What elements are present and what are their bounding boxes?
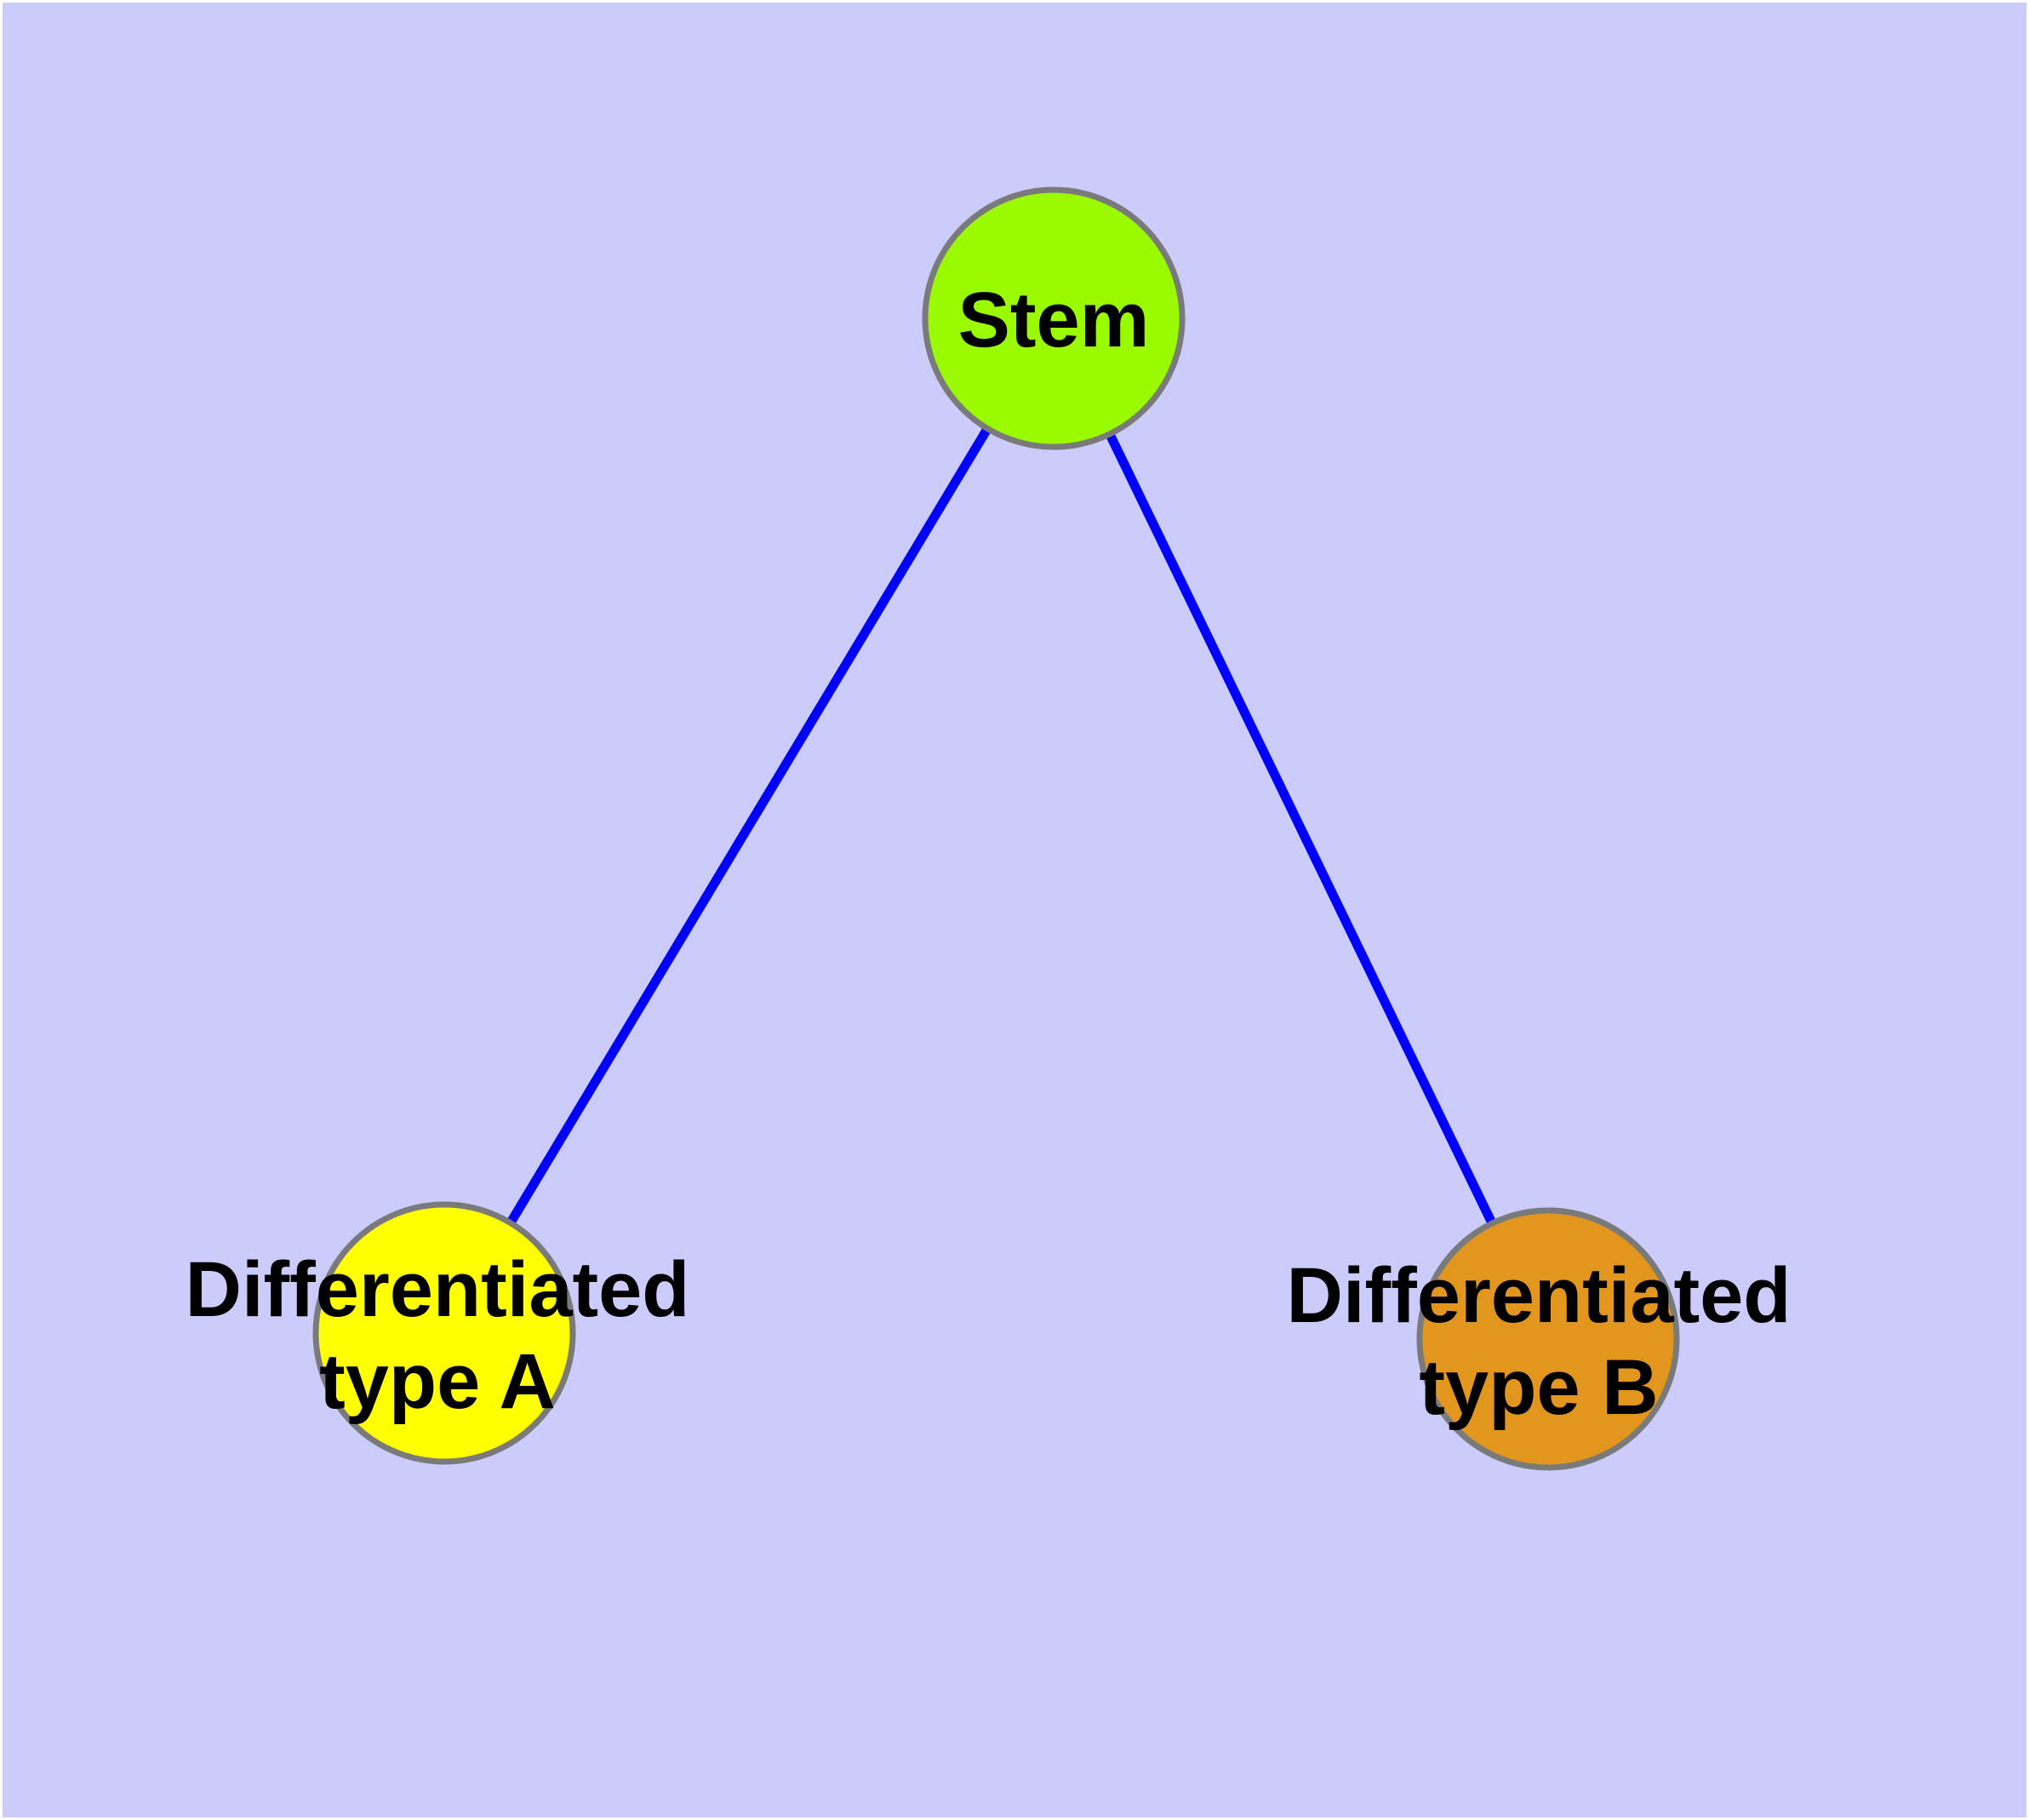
node-type-a-label-line2: type A	[319, 1338, 556, 1425]
node-type-b-circle	[1416, 1207, 1680, 1471]
node-type-b-label-line1: Differentiated	[1287, 1252, 1792, 1339]
node-type-a-circle	[312, 1201, 576, 1465]
node-stem-label: Stem	[958, 277, 1150, 363]
node-stem-circle	[922, 186, 1186, 450]
node-type-b: Differentiated type B	[1287, 1207, 1792, 1471]
node-type-a: Differentiated type A	[186, 1201, 690, 1465]
edge-stem-to-type-a	[440, 316, 1058, 1336]
edge-stem-to-type-b	[1049, 316, 1552, 1342]
node-type-b-label-line2: type B	[1419, 1344, 1658, 1431]
edge-group	[440, 316, 1552, 1342]
node-type-a-label-line1: Differentiated	[186, 1246, 690, 1333]
node-stem: Stem	[922, 186, 1186, 450]
